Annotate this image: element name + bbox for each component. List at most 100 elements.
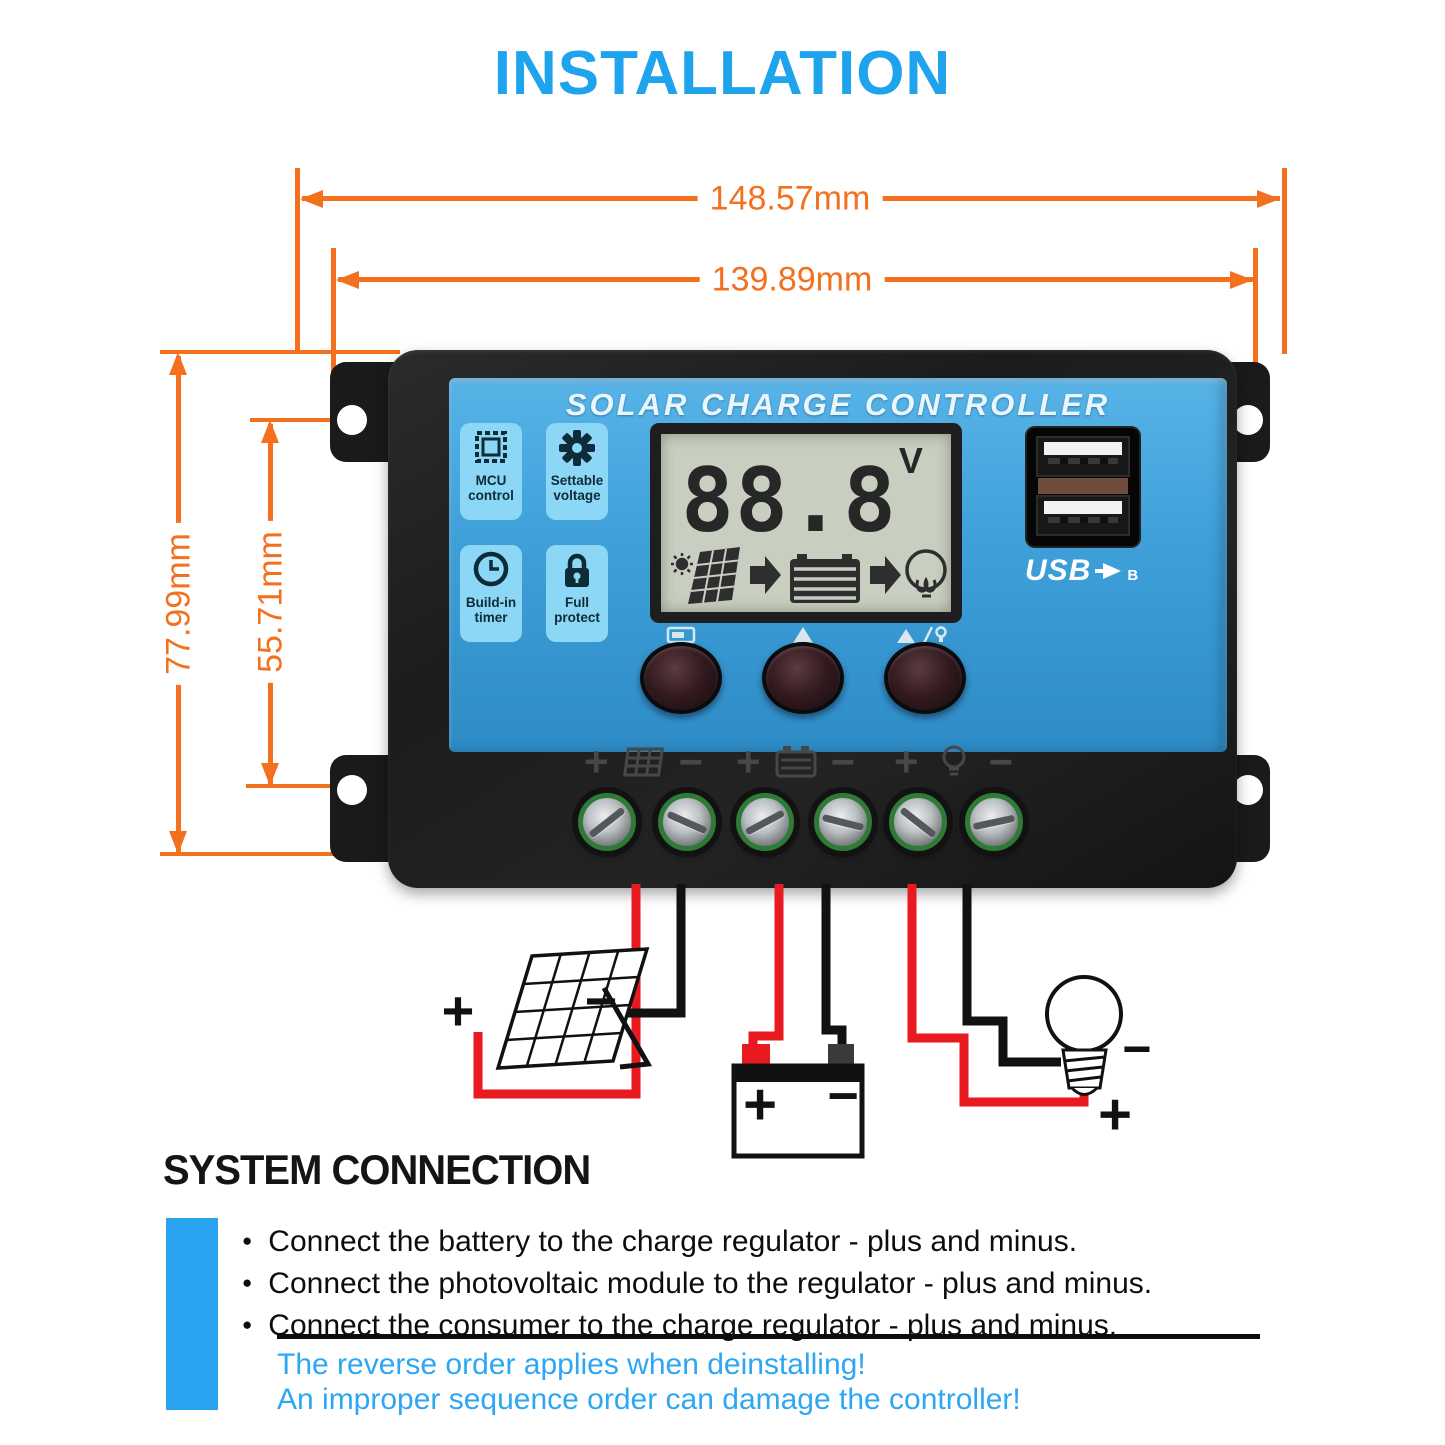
lcd-voltage-readout: 88.8V: [681, 440, 923, 552]
bulb-drawing: [1045, 975, 1123, 1096]
panel-minus-label: −: [585, 969, 618, 1032]
battery-icon: [775, 746, 817, 778]
bullet-icon: ●: [242, 1315, 253, 1334]
bulb-icon: [905, 549, 947, 598]
mcu-chip-icon: [475, 431, 507, 463]
mounting-hole: [1233, 775, 1263, 805]
lcd-value: 88.8: [681, 449, 897, 552]
dimension-label: 148.57mm: [697, 179, 883, 219]
bulb-icon: [942, 745, 966, 776]
dimension-label: 139.89mm: [699, 260, 885, 300]
solar-panel-icon: [622, 747, 664, 777]
dual-usb-port: [1027, 428, 1139, 546]
usb-socket: [1036, 436, 1130, 477]
usb-socket: [1036, 495, 1130, 536]
page-title: INSTALLATION: [493, 39, 952, 108]
dimension-label: 77.99mm: [157, 523, 201, 685]
bulb-minus-label: −: [1122, 1021, 1151, 1077]
extension-line: [246, 784, 342, 788]
arrow-right-icon: [750, 556, 781, 594]
panel-plus-label: +: [442, 979, 475, 1042]
note-line: The reverse order applies when deinstall…: [277, 1348, 866, 1381]
bullet-icon: ●: [242, 1231, 253, 1250]
screw-terminal: [814, 793, 872, 851]
panel-stand: [601, 986, 653, 1070]
set-button: [640, 642, 722, 714]
mounting-hole: [1233, 405, 1263, 435]
note-line: An improper sequence order can damage th…: [277, 1383, 1021, 1416]
up-button: [762, 642, 844, 714]
gear-icon: [559, 430, 595, 466]
instruction-list: ● Connect the battery to the charge regu…: [242, 1221, 1152, 1347]
device-title: SOLAR CHARGE CONTROLLER: [565, 387, 1111, 422]
wire-black-load: [962, 884, 1061, 1067]
triangle-up-icon: [793, 627, 813, 643]
arrow-down-icon: [169, 831, 187, 854]
extension-line: [295, 168, 300, 354]
terminal-marking-solar: + −: [584, 738, 704, 785]
bulb-plus-label: +: [1098, 1082, 1132, 1147]
arrow-down-icon: [261, 763, 279, 786]
mounting-hole: [337, 405, 367, 435]
arrow-up-icon: [169, 352, 187, 375]
solar-panel-drawing: [498, 949, 648, 1068]
divider: [277, 1334, 1260, 1339]
accent-bar: [166, 1218, 218, 1410]
list-item: ● Connect the photovoltaic module to the…: [242, 1263, 1152, 1305]
extension-line: [160, 350, 400, 354]
extension-line: [1282, 168, 1287, 354]
arrow-right-icon: [870, 556, 901, 594]
section-heading: SYSTEM CONNECTION: [163, 1146, 591, 1193]
clock-icon: [473, 551, 509, 587]
wire-black-battery: [821, 884, 847, 1050]
screw-terminal: [889, 793, 947, 851]
extension-line: [250, 418, 342, 422]
list-item-text: Connect the battery to the charge regula…: [268, 1225, 1078, 1258]
wiring-diagram: + − + − − +: [430, 880, 1152, 1172]
sun-icon: [671, 553, 693, 575]
list-item-text: Connect the photovoltaic module to the r…: [268, 1267, 1153, 1300]
battery-minus-label: −: [827, 1066, 859, 1126]
mounting-hole: [337, 775, 367, 805]
list-item: ● Connect the consumer to the charge reg…: [242, 1305, 1152, 1347]
padlock-icon: [565, 553, 589, 587]
arrow-right-icon: [1230, 271, 1253, 289]
battery-icon: [790, 554, 860, 603]
terminal-marking-load: + −: [894, 738, 1014, 785]
triangle-bulb-icon: [897, 626, 947, 644]
load-button: [884, 642, 966, 714]
bullet-icon: ●: [242, 1273, 253, 1292]
arrow-left-icon: [300, 190, 323, 208]
arrow-up-icon: [261, 420, 279, 443]
usb-logo: USB B: [1025, 554, 1139, 587]
arrow-right-icon: [1257, 190, 1280, 208]
usb-plug-icon: [1095, 563, 1122, 579]
extension-line: [331, 248, 336, 422]
usb-divider: [1038, 478, 1128, 494]
battery-drawing: + −: [731, 1044, 865, 1159]
list-item: ● Connect the battery to the charge regu…: [242, 1221, 1152, 1263]
dimension-label: 55.71mm: [249, 521, 293, 683]
wire-red-battery: [748, 884, 784, 1052]
extension-line: [1253, 248, 1258, 422]
warning-notes: The reverse order applies when deinstall…: [277, 1347, 1021, 1417]
screw-terminal: [578, 793, 636, 851]
lcd-flow-icons: [671, 547, 947, 604]
screw-terminal: [658, 793, 716, 851]
screw-terminal: [965, 793, 1023, 851]
battery-plus-label: +: [743, 1072, 777, 1137]
arrow-left-icon: [336, 271, 359, 289]
terminal-marking-battery: + −: [736, 738, 856, 785]
solar-panel-icon: [688, 547, 740, 604]
